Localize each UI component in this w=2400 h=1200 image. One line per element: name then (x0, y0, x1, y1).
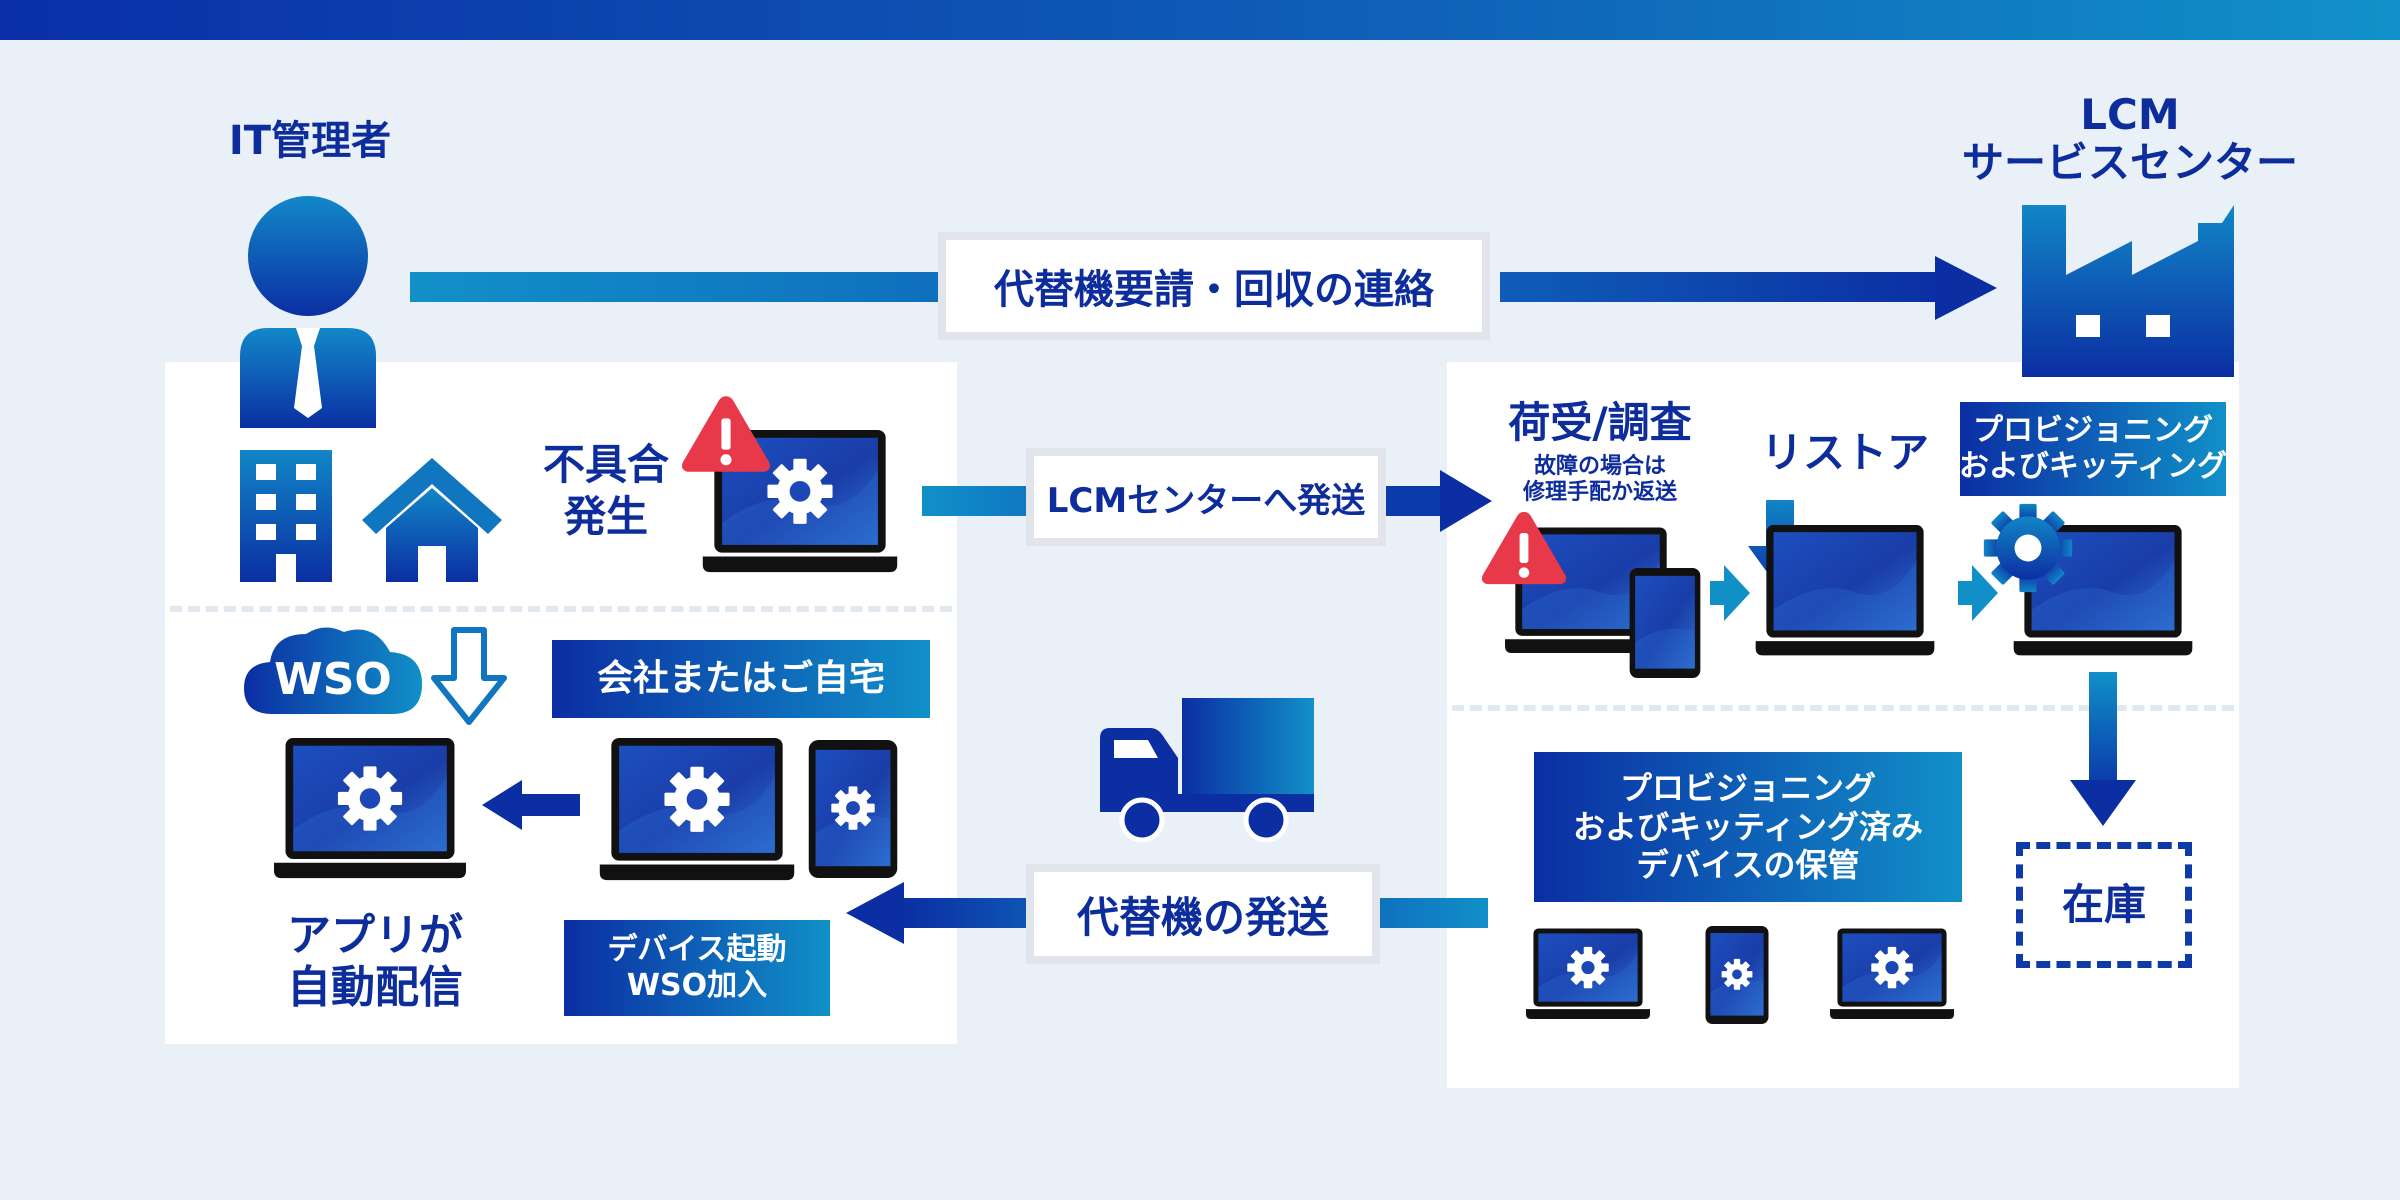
storage-box: プロビジョニング およびキッティング済み デバイスの保管 (1534, 752, 1962, 902)
provision-top-line1: プロビジョニング (1973, 413, 2213, 448)
cloud-icon (244, 627, 422, 714)
provision-top-box: プロビジョニング およびキッティング (1958, 402, 2228, 496)
device-boot-line1: デバイス起動 (607, 932, 787, 967)
arrow-left-icon (482, 780, 580, 830)
download-arrow-icon (431, 627, 507, 725)
company-laptop-icon (598, 738, 796, 884)
top-banner (0, 0, 2400, 40)
restore-label: リストア (1760, 428, 1929, 477)
house-icon (362, 458, 502, 582)
ship-replacement-label: 代替機の発送 (1026, 864, 1380, 964)
provision-top-line2: およびキッティング (1958, 449, 2228, 484)
failure-line1: 不具合 (542, 440, 669, 489)
inventory-arrow-shaft (2089, 672, 2117, 784)
arrow-right-icon (1935, 256, 1997, 320)
auto-delivery-line2: 自動配信 (287, 962, 463, 1013)
stored-laptop-icon (1526, 928, 1650, 1022)
auto-delivery-line1: アプリが (287, 910, 463, 961)
arrow-right-icon (1440, 470, 1492, 532)
step-arrow-icon (1710, 565, 1750, 621)
inventory-box: 在庫 (2016, 842, 2192, 968)
device-boot-box: デバイス起動 WSO加入 (564, 920, 830, 1016)
ship-replacement-shaft-right (1372, 898, 1488, 928)
failure-line2: 発生 (563, 492, 648, 541)
gear-icon (1983, 503, 2073, 593)
ship-center-shaft-left (922, 486, 1032, 516)
storage-line3: デバイスの保管 (1636, 846, 1860, 885)
request-contact-label: 代替機要請・回収の連絡 (938, 232, 1490, 340)
ship-to-center-label: LCMセンターへ発送 (1026, 448, 1386, 546)
truck-icon (1100, 698, 1314, 843)
warning-icon (1481, 511, 1567, 585)
ship-center-shaft-right (1378, 486, 1444, 516)
building-icon (240, 450, 332, 582)
stored-laptop-icon (1830, 928, 1954, 1022)
receive-inspect-label: 荷受/調査 (1508, 398, 1692, 447)
lcm-divider (1452, 705, 2234, 711)
person-icon (240, 196, 376, 428)
factory-icon (2022, 205, 2234, 377)
storage-line1: プロビジョニング (1619, 769, 1876, 808)
inventory-label: 在庫 (2061, 880, 2146, 930)
delivered-laptop-icon (272, 738, 468, 882)
request-arrow-shaft-right (1500, 272, 1945, 302)
request-arrow-shaft-left (410, 272, 950, 302)
company-or-home-label: 会社またはご自宅 (552, 640, 930, 718)
company-tablet-icon (806, 740, 900, 878)
stored-tablet-icon (1704, 926, 1770, 1024)
repair-note-line2: 修理手配か返送 (1522, 480, 1677, 505)
received-tablet-icon (1629, 568, 1701, 678)
step-arrow-icon (1958, 565, 1998, 621)
warning-icon (682, 396, 770, 472)
customer-divider (170, 606, 952, 612)
arrow-left-icon (846, 882, 904, 944)
repair-note-line1: 故障の場合は (1533, 454, 1666, 479)
lcm-title-line1: LCM (2080, 90, 2180, 139)
device-boot-line2: WSO加入 (626, 968, 768, 1003)
storage-line2: およびキッティング済み (1572, 807, 1924, 846)
arrow-down-icon (2070, 780, 2136, 826)
restore-laptop-icon (1755, 525, 1935, 656)
wso-badge: WSO (274, 654, 392, 705)
ship-replacement-shaft-left (900, 898, 1030, 928)
lcm-title-line2: サービスセンター (1961, 138, 2298, 187)
it-admin-label: IT管理者 (228, 118, 392, 164)
